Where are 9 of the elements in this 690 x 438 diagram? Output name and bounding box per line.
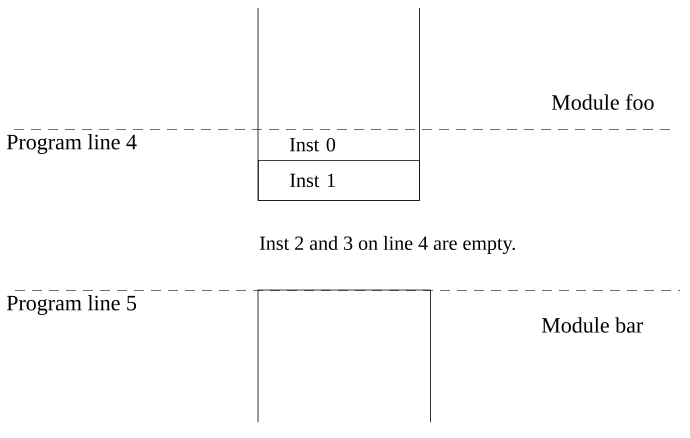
label-text: Module bar (542, 317, 644, 333)
open-frame (258, 290, 431, 423)
instance-cell: Inst 1 (258, 160, 420, 201)
instance-label: Inst 0 (290, 138, 336, 152)
label-text: Program line 4 (6, 134, 137, 154)
note-text: Inst 2 and 3 on line 4 are empty. (260, 236, 515, 254)
label-text: Program line 5 (6, 295, 136, 315)
open-frame (258, 8, 420, 201)
label-text: Module foo (552, 94, 654, 110)
